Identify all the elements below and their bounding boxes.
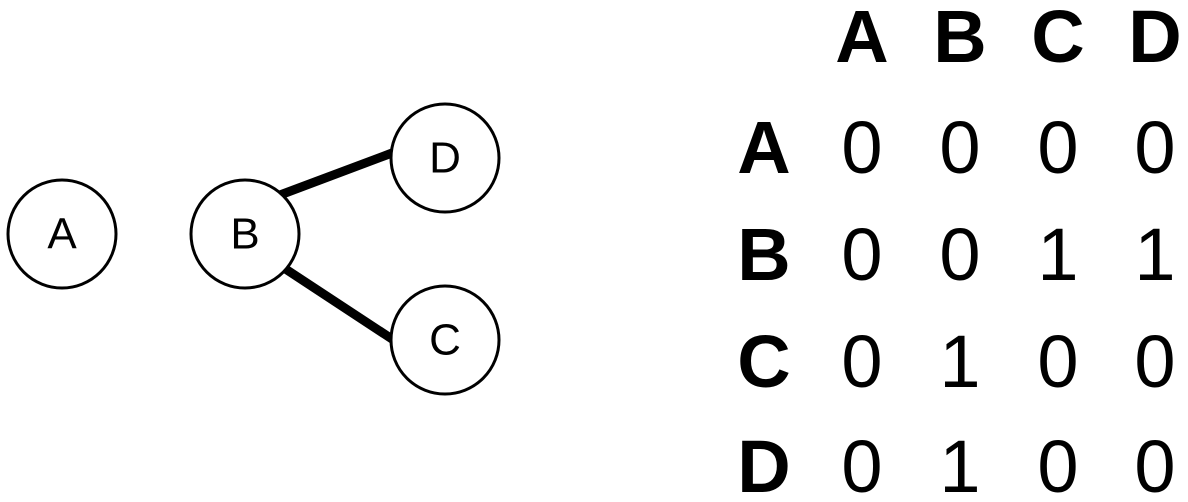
node-c-label: C bbox=[429, 316, 461, 365]
cell-c-d: 0 bbox=[1134, 320, 1175, 403]
node-b: B bbox=[189, 178, 301, 290]
row-header-b: B bbox=[737, 213, 790, 296]
cell-b-d: 1 bbox=[1134, 213, 1175, 296]
node-a-label: A bbox=[47, 210, 77, 259]
row-header-c: C bbox=[737, 320, 790, 403]
cell-b-c: 1 bbox=[1037, 213, 1078, 296]
node-d-label: D bbox=[429, 134, 461, 183]
cell-d-d: 0 bbox=[1134, 425, 1175, 502]
matrix-row-d: D 0 1 0 0 bbox=[737, 425, 1175, 502]
cell-d-b: 1 bbox=[939, 425, 980, 502]
cell-a-b: 0 bbox=[939, 106, 980, 189]
col-header-b: B bbox=[933, 0, 986, 78]
graph-nodes: A B D C bbox=[6, 102, 501, 396]
cell-b-b: 0 bbox=[939, 213, 980, 296]
cell-a-a: 0 bbox=[841, 106, 882, 189]
cell-c-b: 1 bbox=[939, 320, 980, 403]
cell-d-a: 0 bbox=[841, 425, 882, 502]
edge-b-d bbox=[278, 148, 394, 200]
cell-c-a: 0 bbox=[841, 320, 882, 403]
cell-a-d: 0 bbox=[1134, 106, 1175, 189]
matrix-row-a: A 0 0 0 0 bbox=[737, 106, 1175, 189]
node-d: D bbox=[389, 102, 501, 214]
row-header-d: D bbox=[737, 425, 790, 502]
graph-edges bbox=[278, 148, 398, 345]
cell-c-c: 0 bbox=[1037, 320, 1078, 403]
edge-b-c bbox=[281, 264, 398, 345]
col-header-c: C bbox=[1031, 0, 1084, 78]
row-header-a: A bbox=[737, 106, 790, 189]
node-a: A bbox=[6, 178, 118, 290]
node-b-label: B bbox=[230, 210, 259, 259]
cell-d-c: 0 bbox=[1037, 425, 1078, 502]
col-header-a: A bbox=[835, 0, 888, 78]
matrix-row-c: C 0 1 0 0 bbox=[737, 320, 1175, 403]
cell-a-c: 0 bbox=[1037, 106, 1078, 189]
col-header-d: D bbox=[1128, 0, 1181, 78]
cell-b-a: 0 bbox=[841, 213, 882, 296]
matrix-column-headers: A B C D bbox=[835, 0, 1181, 78]
adjacency-matrix: A B C D A 0 0 0 0 B 0 0 1 1 C 0 1 0 0 bbox=[737, 0, 1181, 502]
node-c: C bbox=[389, 284, 501, 396]
matrix-row-b: B 0 0 1 1 bbox=[737, 213, 1175, 296]
